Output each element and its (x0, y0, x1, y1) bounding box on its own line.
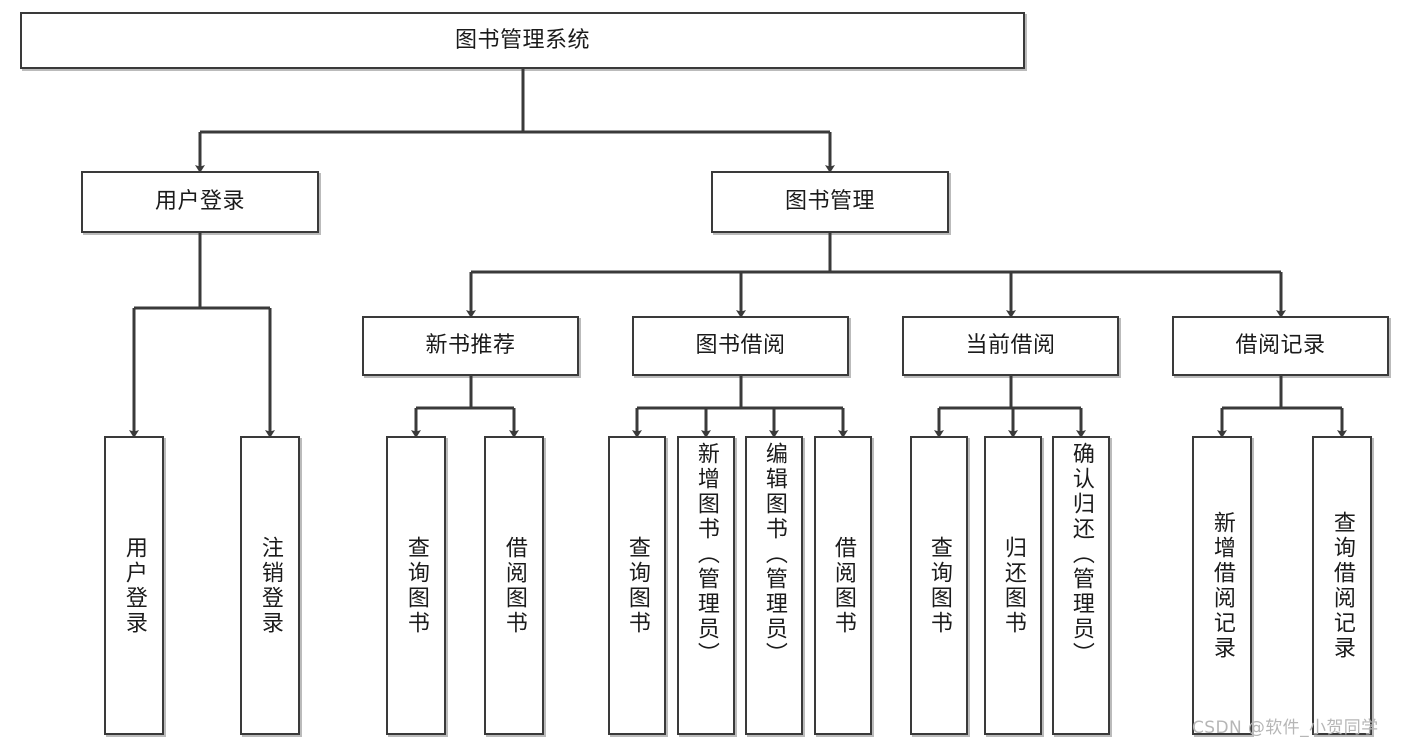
node-root[interactable]: 图书管理系统 (20, 12, 1025, 69)
node-label: 用户登录 (121, 535, 147, 636)
node-book-manage[interactable]: 图书管理 (711, 171, 949, 233)
node-leaf-borrow-book-1[interactable]: 借阅图书 (484, 436, 544, 735)
node-leaf-return-book[interactable]: 归还图书 (984, 436, 1042, 735)
node-label: 注销登录 (257, 535, 283, 636)
node-label: 借阅记录 (1235, 333, 1326, 359)
node-leaf-confirm-return[interactable]: 确认归还（管理员） (1052, 436, 1110, 735)
node-label: 归还图书 (1000, 535, 1026, 636)
node-leaf-edit-book[interactable]: 编辑图书（管理员） (745, 436, 803, 735)
node-leaf-query-book-2[interactable]: 查询图书 (608, 436, 666, 735)
node-leaf-query-book-3[interactable]: 查询图书 (910, 436, 968, 735)
node-label: 图书管理 (784, 189, 875, 215)
node-label: 图书借阅 (695, 333, 786, 359)
node-label: 新增借阅记录 (1209, 510, 1235, 661)
csdn-watermark: CSDN @软件_小贺同学 (1192, 718, 1379, 738)
node-label: 查询图书 (926, 535, 952, 636)
node-label: 借阅图书 (830, 535, 856, 636)
node-label: 当前借阅 (965, 333, 1056, 359)
node-leaf-user-login[interactable]: 用户登录 (104, 436, 164, 735)
node-leaf-query-book-1[interactable]: 查询图书 (386, 436, 446, 735)
node-user-login[interactable]: 用户登录 (81, 171, 319, 233)
node-leaf-logout[interactable]: 注销登录 (240, 436, 300, 735)
node-label: 新增图书（管理员） (693, 442, 719, 667)
node-label: 查询借阅记录 (1329, 510, 1355, 661)
node-current-borrow[interactable]: 当前借阅 (902, 316, 1119, 376)
node-book-borrow[interactable]: 图书借阅 (632, 316, 849, 376)
node-leaf-add-book[interactable]: 新增图书（管理员） (677, 436, 735, 735)
node-new-book-rec[interactable]: 新书推荐 (362, 316, 579, 376)
node-label: 编辑图书（管理员） (761, 442, 787, 667)
node-leaf-add-record[interactable]: 新增借阅记录 (1192, 436, 1252, 735)
node-label: 借阅图书 (501, 535, 527, 636)
node-leaf-borrow-book-2[interactable]: 借阅图书 (814, 436, 872, 735)
node-label: 用户登录 (154, 189, 245, 215)
node-label: 图书管理系统 (454, 27, 590, 53)
node-label: 查询图书 (624, 535, 650, 636)
node-label: 确认归还（管理员） (1068, 442, 1094, 667)
node-borrow-record[interactable]: 借阅记录 (1172, 316, 1389, 376)
node-leaf-query-record[interactable]: 查询借阅记录 (1312, 436, 1372, 735)
node-label: 新书推荐 (425, 333, 516, 359)
node-label: 查询图书 (403, 535, 429, 636)
